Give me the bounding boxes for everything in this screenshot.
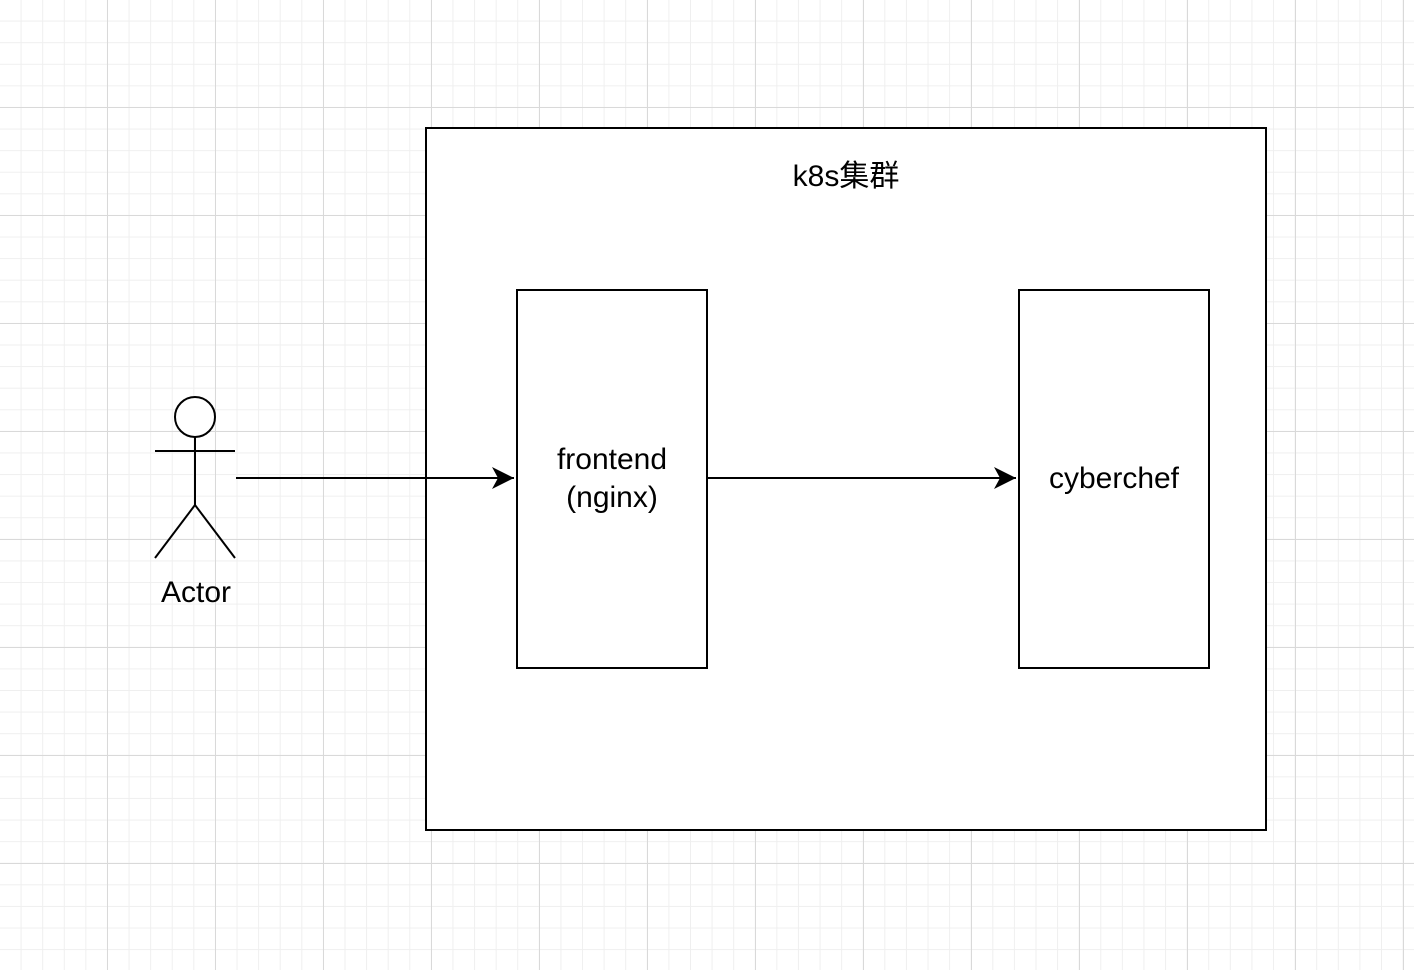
actor-icon[interactable] bbox=[154, 396, 236, 559]
frontend-node-label: frontend (nginx) bbox=[556, 443, 668, 514]
cyberchef-node-label: cyberchef bbox=[1048, 462, 1180, 495]
cyberchef-node[interactable]: cyberchef bbox=[1018, 289, 1210, 669]
actor-label: Actor bbox=[160, 576, 232, 609]
cluster-label: k8s集群 bbox=[792, 160, 900, 193]
frontend-node[interactable]: frontend (nginx) bbox=[516, 289, 708, 669]
